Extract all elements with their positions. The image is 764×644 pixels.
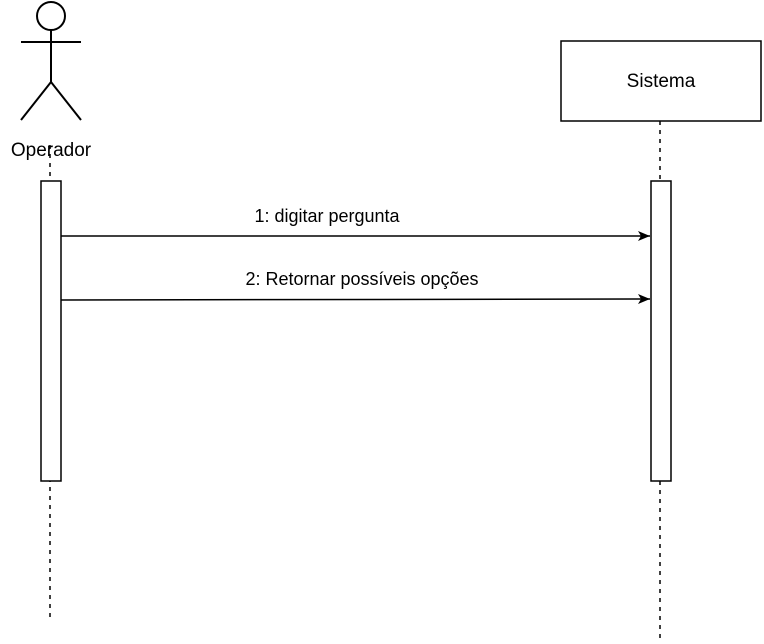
participant-box (560, 40, 762, 122)
message-label: 2: Retornar possíveis opções (245, 269, 478, 289)
participant-label: Sistema (627, 71, 696, 92)
participant-sistema[interactable]: Sistema (560, 40, 762, 122)
actor-activation-bar[interactable] (40, 180, 62, 482)
actor-operador[interactable]: Operador (11, 1, 92, 161)
message-arrow (60, 294, 651, 305)
system-activation-bar[interactable] (650, 180, 672, 482)
actor-label: Operador (11, 140, 92, 161)
stick-figure-icon (20, 1, 82, 121)
message-1[interactable]: 1: digitar pergunta (61, 206, 650, 241)
message-2[interactable]: 2: Retornar possíveis opções (60, 269, 651, 305)
message-label: 1: digitar pergunta (254, 206, 400, 226)
